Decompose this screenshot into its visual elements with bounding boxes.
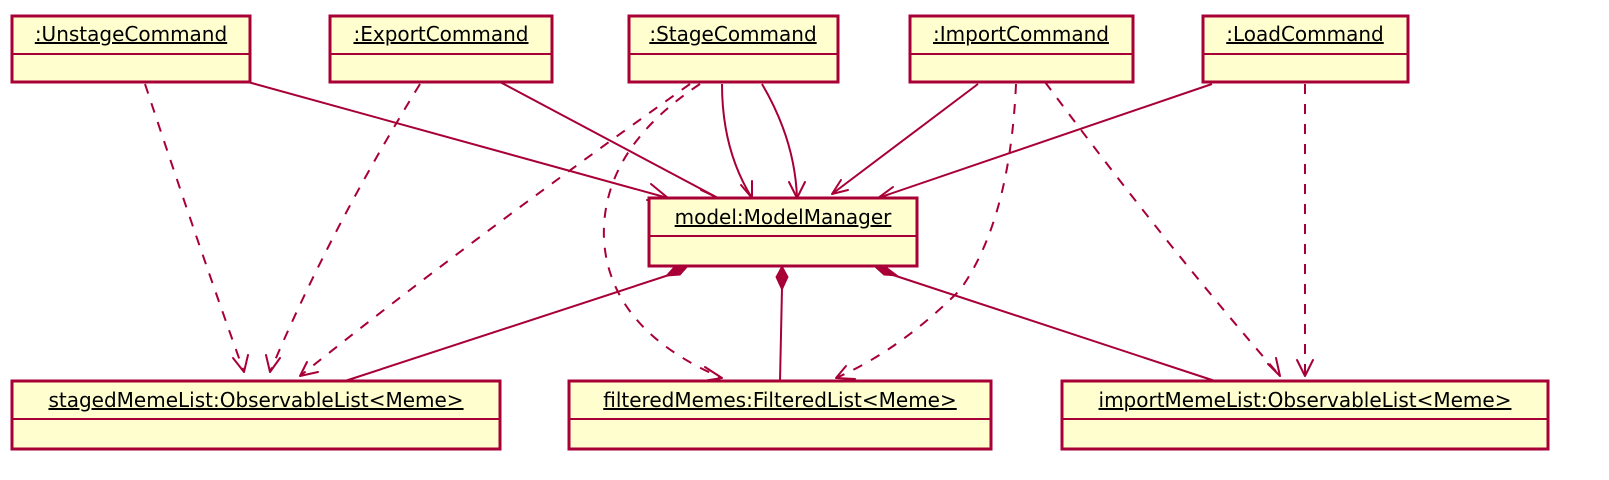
- object-title: :ImportCommand: [933, 22, 1109, 46]
- edge-stage-to-staged: [299, 83, 691, 377]
- object-import-meme-list[interactable]: importMemeList:ObservableList<Meme>: [1060, 379, 1550, 451]
- edge-unstage-to-staged: [144, 83, 245, 373]
- arrowhead-export-staged: [265, 354, 281, 373]
- edge-model-to-importlist: [889, 273, 1216, 382]
- object-title: model:ModelManager: [675, 205, 893, 229]
- edges: [144, 81, 1306, 382]
- arrowhead-load-importlist: [1296, 359, 1314, 377]
- arrowhead-import-model: [831, 179, 849, 195]
- edge-model-to-staged: [344, 273, 673, 382]
- arrowhead-import-filtered: [835, 365, 856, 380]
- object-title: :UnstageCommand: [35, 22, 227, 46]
- diamond-filtered: [775, 264, 789, 292]
- edge-import-to-importlist: [1044, 81, 1281, 377]
- edge-export-to-staged: [269, 83, 421, 373]
- edge-export-to-model: [499, 81, 719, 199]
- object-load-command[interactable]: :LoadCommand: [1201, 14, 1410, 84]
- edge-unstage-to-model: [247, 81, 669, 199]
- object-filtered-memes[interactable]: filteredMemes:FilteredList<Meme>: [567, 379, 993, 451]
- object-title: importMemeList:ObservableList<Meme>: [1099, 388, 1512, 412]
- object-unstage-command[interactable]: :UnstageCommand: [10, 14, 252, 84]
- object-title: :ExportCommand: [354, 22, 529, 46]
- arrowhead-stage-filtered: [702, 366, 723, 382]
- edge-stage-to-filtered: [602, 83, 723, 379]
- object-staged-meme-list[interactable]: stagedMemeList:ObservableList<Meme>: [10, 379, 502, 451]
- object-title: filteredMemes:FilteredList<Meme>: [603, 388, 957, 412]
- object-title: stagedMemeList:ObservableList<Meme>: [48, 388, 463, 412]
- object-title: :LoadCommand: [1226, 22, 1384, 46]
- edge-load-to-model: [877, 83, 1213, 199]
- object-stage-command[interactable]: :StageCommand: [627, 14, 840, 84]
- object-import-command[interactable]: :ImportCommand: [908, 14, 1135, 84]
- edge-import-to-model: [831, 83, 979, 195]
- arrowhead-import-importlist: [1267, 357, 1281, 377]
- edge-model-to-filtered: [779, 287, 783, 382]
- object-title: :StageCommand: [649, 22, 816, 46]
- edge-stage-to-model-a: [721, 83, 753, 199]
- object-export-command[interactable]: :ExportCommand: [328, 14, 554, 84]
- arrowhead-stage-staged: [299, 361, 319, 377]
- composition-diamonds: [664, 264, 900, 292]
- arrowhead-unstage-staged: [232, 354, 249, 373]
- edge-import-to-filtered: [835, 83, 1017, 379]
- object-model-manager[interactable]: model:ModelManager: [647, 196, 919, 268]
- edge-stage-to-model-b: [761, 83, 798, 199]
